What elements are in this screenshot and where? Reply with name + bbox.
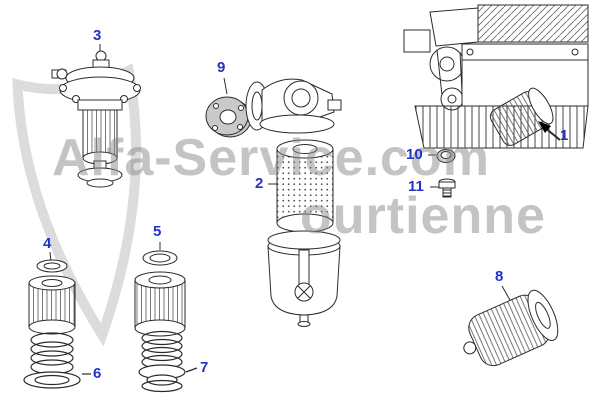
filter-head xyxy=(245,78,342,134)
part-label-5: 5 xyxy=(153,223,162,240)
fuel-pump-assembly xyxy=(51,44,141,188)
part-label-7: 7 xyxy=(200,359,209,376)
part-label-9: 9 xyxy=(217,59,226,76)
part-label-8: 8 xyxy=(495,268,504,285)
part-label-4: 4 xyxy=(43,235,52,252)
spin-on-filter xyxy=(463,285,559,367)
part-label-3: 3 xyxy=(93,27,102,44)
part-label-11: 11 xyxy=(408,178,424,195)
filter-element xyxy=(268,139,334,233)
cartridge-small xyxy=(28,251,76,335)
engine-assembly xyxy=(403,4,589,149)
spring-and-seat xyxy=(138,330,198,393)
mounted-oil-filter xyxy=(489,87,554,146)
drain-plug xyxy=(430,178,456,198)
cartridge-with-seal xyxy=(134,242,186,337)
part-label-1: 1 xyxy=(560,127,569,144)
spring-and-washer xyxy=(23,332,91,389)
part-label-10: 10 xyxy=(406,146,423,163)
part-label-2: 2 xyxy=(255,175,264,192)
filter-bowl xyxy=(267,230,341,327)
part-label-6: 6 xyxy=(93,365,102,382)
seal-ring xyxy=(428,149,456,163)
gasket-plate xyxy=(205,77,252,138)
part-1-arrow-icon xyxy=(538,121,551,133)
